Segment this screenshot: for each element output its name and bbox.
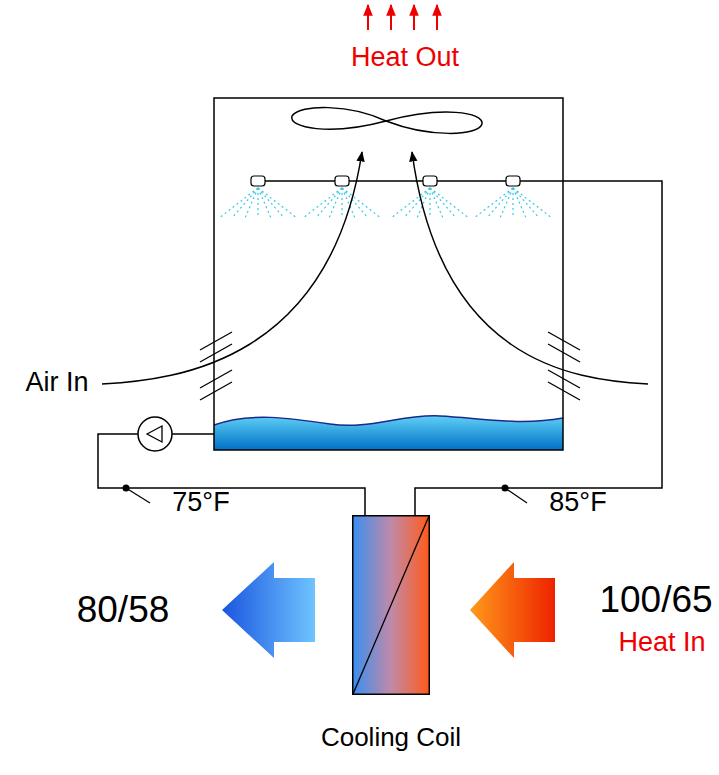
hot-air-arrow [470, 562, 555, 658]
label: 80/58 [77, 590, 170, 631]
fan [292, 108, 482, 134]
nozzles [251, 176, 520, 186]
air-flow [412, 152, 648, 384]
label: 100/65 [599, 580, 712, 621]
air-flow [102, 152, 362, 384]
label: Heat Out [351, 43, 459, 73]
pump [138, 417, 172, 451]
cold-water-pipe [98, 434, 365, 515]
cool-air-arrow [222, 562, 315, 658]
cooling-coil: Cooling Coil [352, 515, 430, 695]
louvers [200, 332, 580, 400]
label: 85°F [549, 488, 606, 518]
tower-housing [214, 98, 563, 450]
warm-water-pipe [258, 181, 662, 515]
label: Air In [25, 368, 88, 398]
spray [219, 188, 552, 218]
water-basin [214, 416, 563, 450]
heat-arrows [368, 5, 437, 30]
label: Heat In [618, 628, 705, 658]
label: 75°F [172, 488, 229, 518]
coil-shape [352, 515, 430, 695]
node-caption: Cooling Coil [321, 723, 461, 752]
